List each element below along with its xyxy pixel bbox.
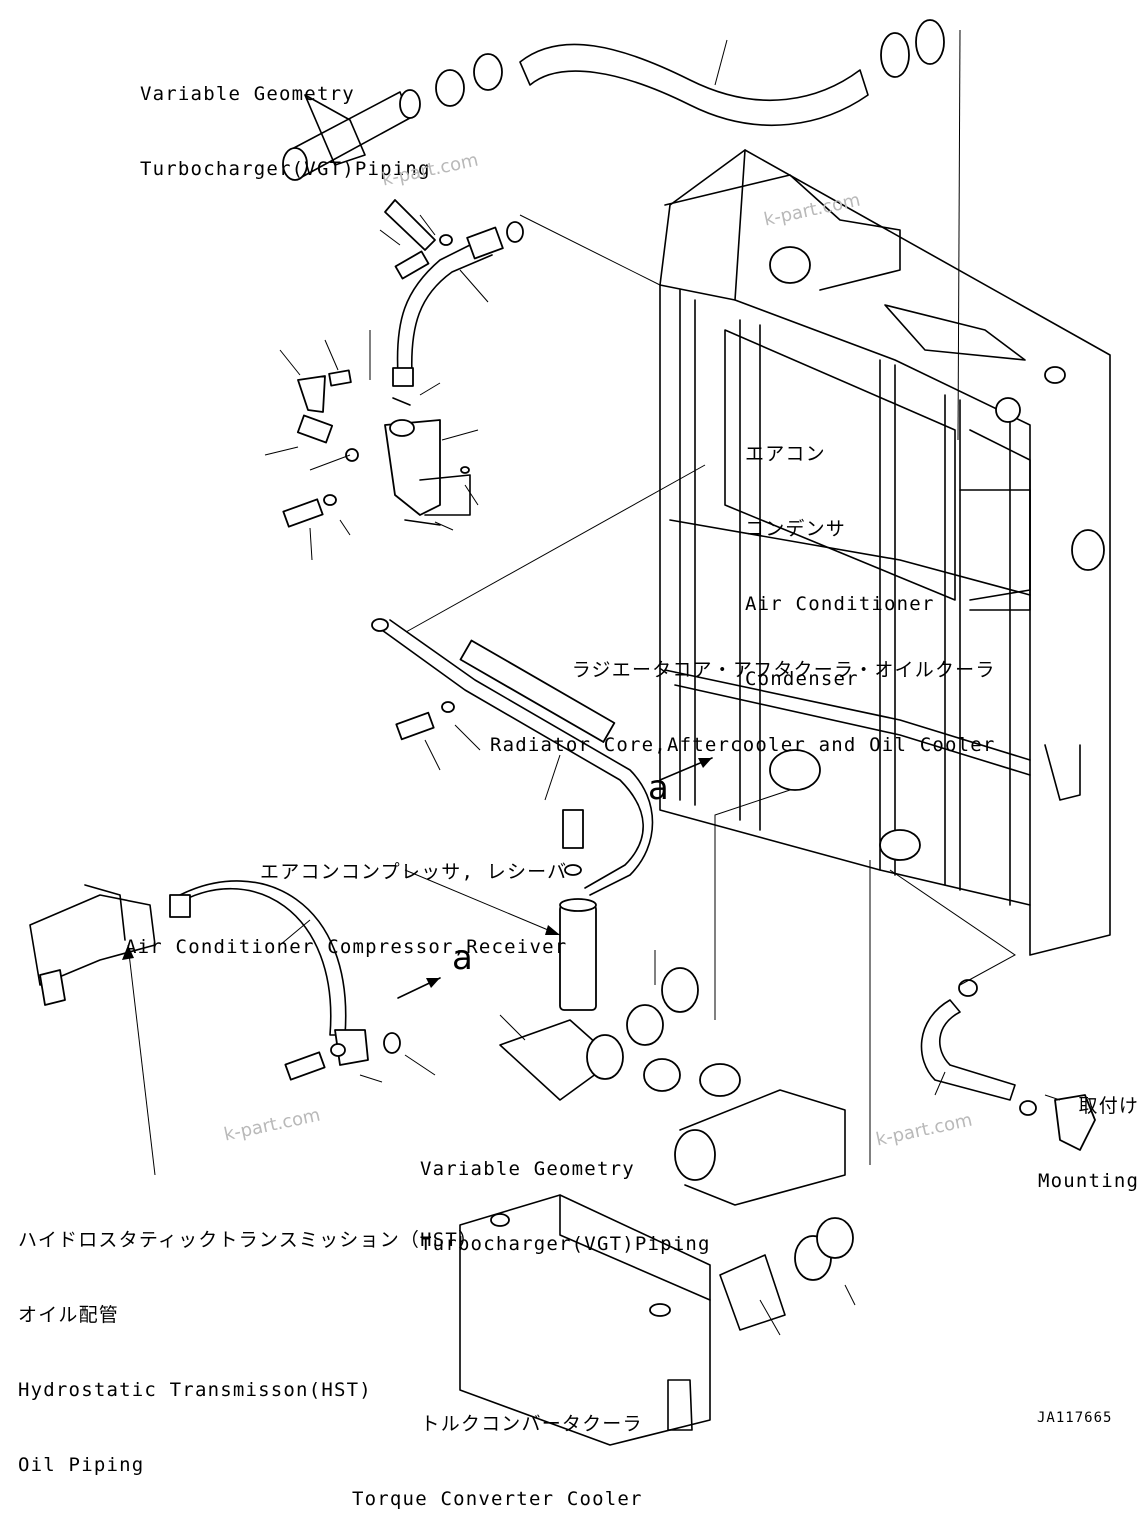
ac-condenser-line-2: コンデンサ [745, 518, 847, 540]
parts-diagram: Variable Geometry Turbocharger(VGT)Pipin… [18, 19, 1139, 1510]
radiator-assembly [659, 149, 1111, 956]
vgt-top-line-2: Turbocharger(VGT)Piping [140, 158, 431, 180]
leader-lines [127, 29, 1061, 1336]
vgt-bottom-line-2: Turbocharger(VGT)Piping [420, 1233, 711, 1255]
torque-converter-cooler-part [459, 1194, 854, 1446]
label-mounting: 取付け Mounting [1038, 1044, 1139, 1219]
ac-condenser-line-4: Condenser [745, 668, 859, 690]
hst-line-3: Hydrostatic Transmisson(HST) [18, 1379, 372, 1401]
connection-marker-a-2: a [452, 938, 473, 978]
vgt-piping-top [282, 19, 945, 181]
connection-marker-a-1: a [648, 768, 669, 808]
hst-oil-piping [29, 880, 401, 1081]
label-torque-converter-cooler: トルクコンバータクーラ Torque Converter Cooler [352, 1362, 643, 1537]
label-radiator-core: ラジエータコア・アフタクーラ・オイルクーラ Radiator Core,Afte… [490, 608, 996, 783]
hst-line-2: オイル配管 [18, 1304, 120, 1326]
ac-compressor-line-2: Air Conditioner Compressor,Receiver [125, 936, 568, 958]
condenser-piping [282, 199, 524, 528]
drawing-code: JA117665 [1037, 1410, 1113, 1426]
radiator-core-line-2: Radiator Core,Aftercooler and Oil Cooler [490, 734, 996, 756]
arrows [122, 757, 713, 999]
hst-line-1: ハイドロスタティックトランスミッション（HST） [18, 1229, 479, 1251]
radiator-core-line-1: ラジエータコア・アフタクーラ・オイルクーラ [571, 659, 996, 681]
mounting-line-1: 取付け [1078, 1095, 1140, 1117]
ac-hose [371, 618, 654, 1011]
label-vgt-piping-bottom: Variable Geometry Turbocharger(VGT)Pipin… [420, 1107, 711, 1282]
tc-cooler-line-2: Torque Converter Cooler [352, 1488, 643, 1510]
vgt-bottom-line-1: Variable Geometry [420, 1158, 635, 1180]
label-ac-condenser: エアコン コンデンサ Air Conditioner Condenser [745, 392, 935, 717]
mounting-part [920, 979, 1096, 1151]
vgt-top-line-1: Variable Geometry [140, 83, 355, 105]
ac-condenser-line-1: エアコン [745, 443, 826, 465]
mounting-line-2: Mounting [1038, 1170, 1140, 1192]
label-hst-oil-piping: ハイドロスタティックトランスミッション（HST） オイル配管 Hydrostat… [18, 1178, 478, 1503]
ac-compressor-line-1: エアコンコンプレッサ, レシーバ [260, 861, 568, 883]
vgt-piping-bottom [499, 967, 846, 1206]
ac-condenser-line-3: Air Conditioner [745, 593, 935, 615]
tc-cooler-line-1: トルクコンバータクーラ [420, 1413, 643, 1435]
label-vgt-piping-top: Variable Geometry Turbocharger(VGT)Pipin… [140, 32, 431, 207]
diagram-drawing [29, 19, 1111, 1446]
label-ac-compressor-receiver: エアコンコンプレッサ, レシーバ Air Conditioner Compres… [125, 810, 567, 985]
